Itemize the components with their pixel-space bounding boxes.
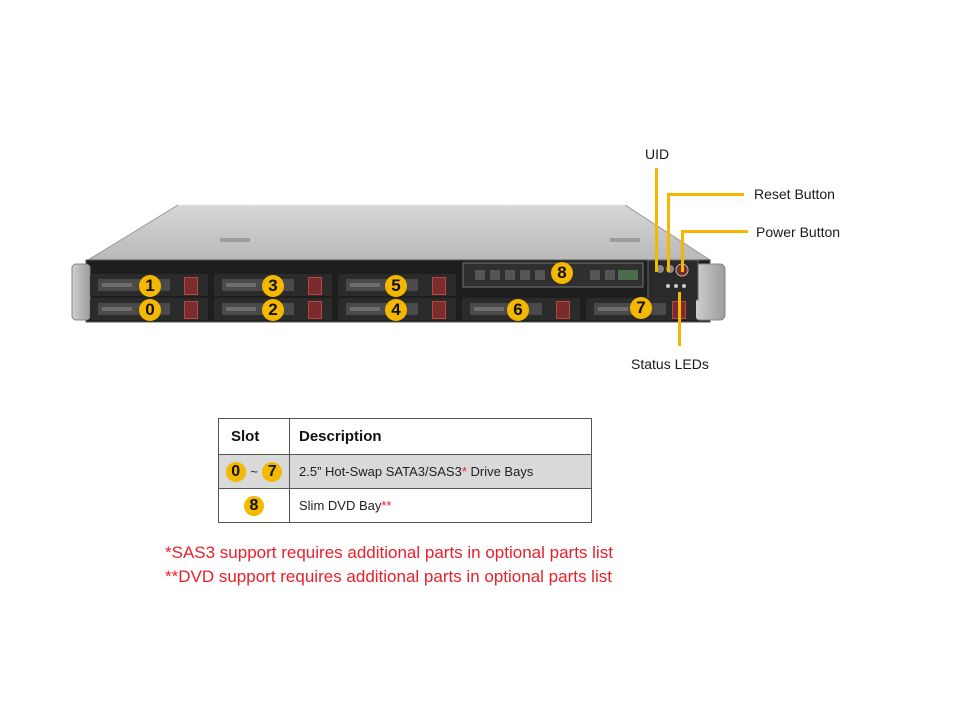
slot-column-header: Slot (218, 418, 290, 455)
status-callout-line (678, 292, 681, 346)
bay-badge-6: 6 (507, 299, 529, 321)
slot-cell: 8 (218, 488, 290, 523)
bay-badge-3: 3 (262, 275, 284, 297)
bay-badge-7: 7 (630, 297, 652, 319)
bay-badge-4: 4 (385, 299, 407, 321)
bay-badge-2: 2 (262, 299, 284, 321)
slot-range-separator: ~ (250, 463, 258, 479)
footnote-sas3: *SAS3 support requires additional parts … (165, 543, 613, 562)
description-cell: 2.5” Hot-Swap SATA3/SAS3* Drive Bays (289, 454, 592, 489)
table-row: 0 ~ 7 2.5” Hot-Swap SATA3/SAS3* Drive Ba… (218, 454, 592, 489)
status-leds-label: Status LEDs (631, 356, 709, 372)
slot-cell: 0 ~ 7 (218, 454, 290, 489)
power-callout-line-h (681, 230, 748, 233)
bay-badge-5: 5 (385, 275, 407, 297)
power-callout-line-v (681, 230, 684, 272)
slot-description-table: Slot Description 0 ~ 7 2.5” Hot-Swap SAT… (218, 418, 592, 523)
reset-callout-line-h (667, 193, 744, 196)
description-column-header: Description (289, 418, 592, 455)
slot-badge: 8 (244, 495, 264, 516)
uid-label: UID (645, 146, 670, 162)
power-button-label: Power Button (756, 224, 841, 240)
bay-badge-1: 1 (139, 275, 161, 297)
footnote-mark: * (461, 464, 467, 479)
footnote-mark: ** (381, 498, 392, 513)
table-row: 8 Slim DVD Bay** (218, 488, 592, 523)
reset-callout-line-v (667, 193, 670, 272)
bay-badge-0: 0 (139, 299, 161, 321)
description-tail: Drive Bays (466, 464, 534, 479)
uid-callout-line (655, 168, 658, 272)
description-text: Slim DVD Bay (299, 498, 382, 513)
bay-badge-8: 8 (551, 262, 573, 284)
footnote-dvd: **DVD support requires additional parts … (165, 567, 612, 586)
slot-badge-from: 0 (225, 461, 246, 482)
table-header-row: Slot Description (218, 418, 592, 455)
reset-button-label: Reset Button (754, 186, 835, 202)
description-cell: Slim DVD Bay** (289, 488, 592, 523)
description-text: 2.5” Hot-Swap SATA3/SAS3 (299, 464, 462, 479)
slot-badge-to: 7 (262, 461, 283, 482)
